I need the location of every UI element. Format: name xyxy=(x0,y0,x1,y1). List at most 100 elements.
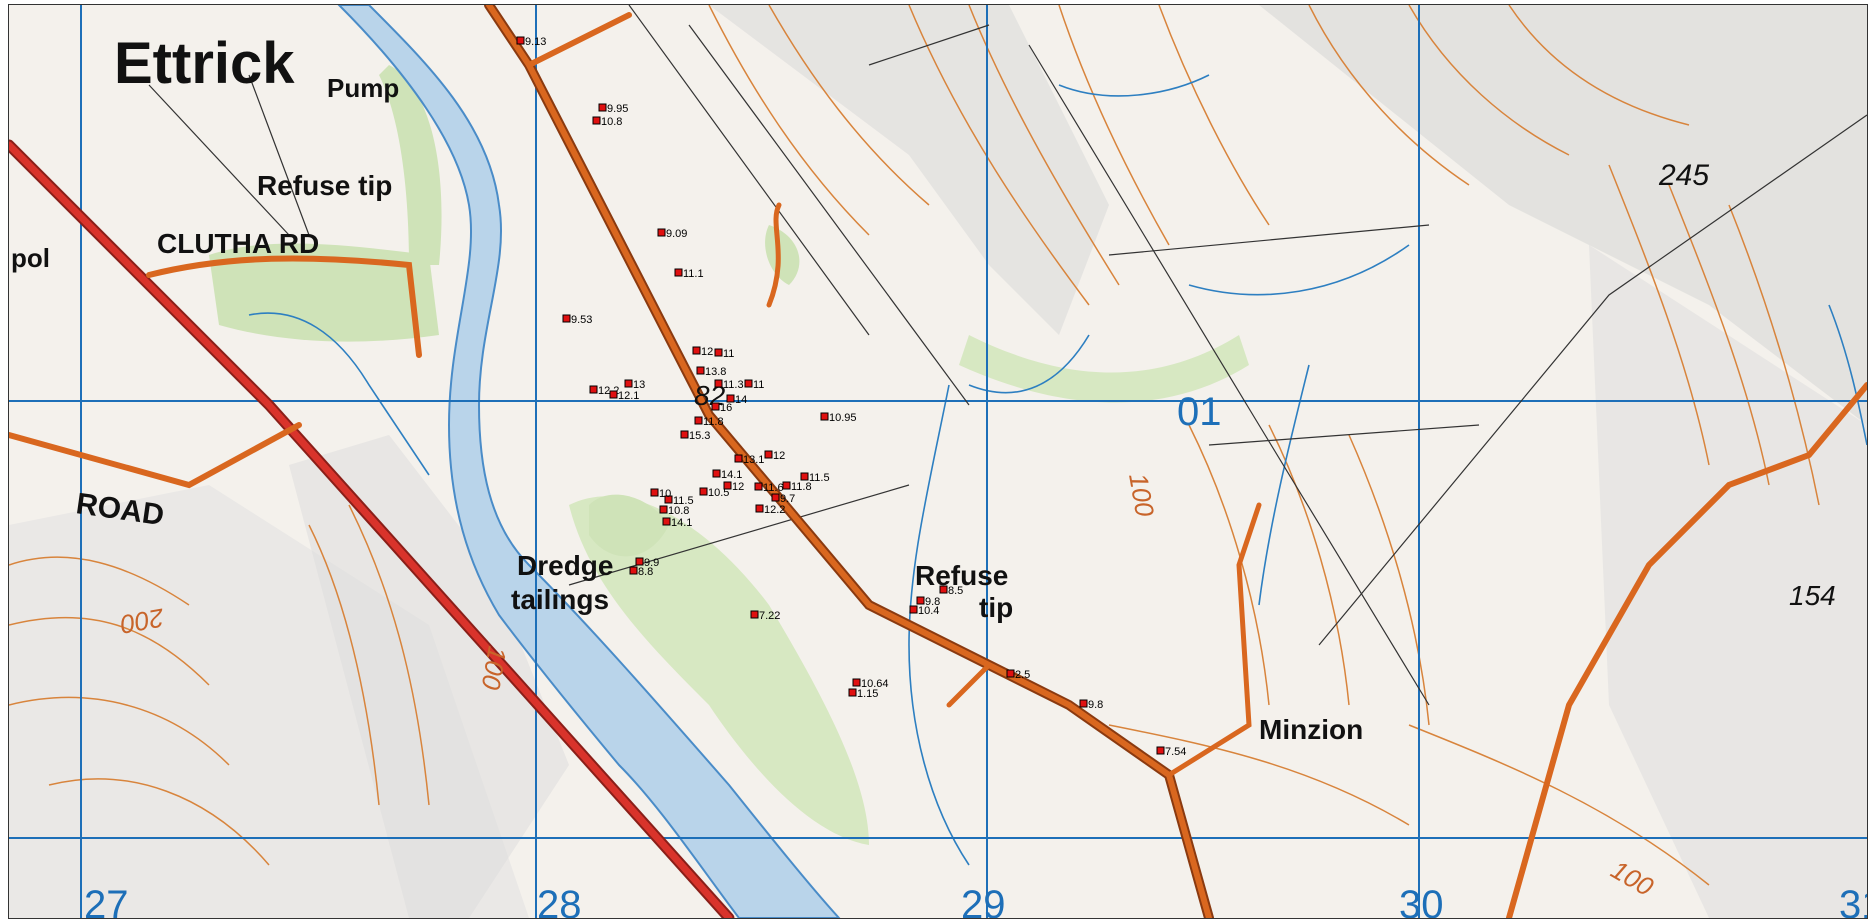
sample-marker[interactable]: 9.8 xyxy=(916,596,940,608)
sample-marker[interactable]: 13 xyxy=(624,379,645,391)
sample-marker[interactable]: 9.53 xyxy=(562,314,592,326)
sample-marker-square[interactable] xyxy=(755,504,764,513)
sample-marker[interactable]: 10.95 xyxy=(820,412,857,424)
sample-marker-square[interactable] xyxy=(674,268,683,277)
sample-marker[interactable]: 11 xyxy=(714,348,734,360)
sample-marker[interactable]: 11.6 xyxy=(754,482,784,494)
sample-marker-square[interactable] xyxy=(659,505,668,514)
sample-marker[interactable]: 13.8 xyxy=(696,366,726,378)
sample-marker-square[interactable] xyxy=(782,481,791,490)
sample-marker-square[interactable] xyxy=(800,472,809,481)
sample-marker-square[interactable] xyxy=(848,688,857,697)
sample-marker[interactable]: 11 xyxy=(744,379,764,391)
sample-marker-square[interactable] xyxy=(598,103,607,112)
sample-marker-label: 10.8 xyxy=(668,505,689,517)
sample-marker-square[interactable] xyxy=(635,557,644,566)
label-clutha-rd: CLUTHA RD xyxy=(157,228,319,259)
sample-marker[interactable]: 2.5 xyxy=(1006,669,1030,681)
sample-marker-label: 9.09 xyxy=(666,228,687,240)
sample-marker[interactable]: 10.5 xyxy=(699,487,729,499)
sample-marker-square[interactable] xyxy=(589,385,598,394)
sample-marker-square[interactable] xyxy=(726,394,735,403)
sample-marker[interactable]: 14.1 xyxy=(662,517,692,529)
sample-marker-square[interactable] xyxy=(712,469,721,478)
sample-marker[interactable]: 11.1 xyxy=(674,268,704,280)
sample-marker[interactable]: 12 xyxy=(692,346,713,358)
sample-marker-square[interactable] xyxy=(754,482,763,491)
place-labels: Ettrick Pump Refuse tip CLUTHA RD pol RO… xyxy=(11,31,1363,745)
sample-marker-square[interactable] xyxy=(820,412,829,421)
sample-marker[interactable]: 11.5 xyxy=(800,472,830,484)
sample-marker[interactable]: 10.4 xyxy=(909,605,939,617)
sample-marker[interactable]: 11.8 xyxy=(694,416,724,428)
sample-marker-square[interactable] xyxy=(609,390,618,399)
sample-marker[interactable]: 8.5 xyxy=(939,585,963,597)
sample-marker[interactable]: 12.1 xyxy=(609,390,639,402)
sample-marker-square[interactable] xyxy=(696,366,705,375)
sample-marker[interactable]: 9.95 xyxy=(598,103,628,115)
sample-marker[interactable]: 8.8 xyxy=(629,566,653,578)
vegetation-areas xyxy=(209,65,1249,845)
sample-marker[interactable]: 7.22 xyxy=(750,610,780,622)
sample-marker-label: 9.8 xyxy=(1088,699,1103,711)
sample-marker[interactable]: 16 xyxy=(711,402,732,414)
sample-marker-square[interactable] xyxy=(723,481,732,490)
sample-marker-square[interactable] xyxy=(750,610,759,619)
label-refuse-2: Refuse xyxy=(915,560,1008,591)
sample-marker[interactable]: 9.8 xyxy=(1079,699,1103,711)
sample-marker[interactable]: 7.54 xyxy=(1156,746,1186,758)
sample-marker[interactable]: 11.3 xyxy=(714,379,744,391)
sample-marker-square[interactable] xyxy=(629,566,638,575)
sample-marker[interactable]: 10 xyxy=(650,488,671,500)
sample-marker-square[interactable] xyxy=(909,605,918,614)
sample-marker-label: 9.9 xyxy=(644,557,659,569)
sample-marker-square[interactable] xyxy=(692,346,701,355)
sample-marker[interactable]: 12.2 xyxy=(755,504,785,516)
sample-marker-square[interactable] xyxy=(1006,669,1015,678)
sample-marker-label: 13.8 xyxy=(705,366,726,378)
sample-marker-square[interactable] xyxy=(764,450,773,459)
sample-marker[interactable]: 14 xyxy=(726,394,747,406)
sample-marker-label: 7.22 xyxy=(759,610,780,622)
sample-marker-square[interactable] xyxy=(744,379,753,388)
sample-marker-square[interactable] xyxy=(711,402,720,411)
sample-marker[interactable]: 10.8 xyxy=(592,116,622,128)
sample-marker-square[interactable] xyxy=(734,454,743,463)
sample-marker-square[interactable] xyxy=(1156,746,1165,755)
sample-marker[interactable]: 9.09 xyxy=(657,228,687,240)
sample-marker-square[interactable] xyxy=(662,517,671,526)
sample-marker-square[interactable] xyxy=(680,430,689,439)
sample-marker-square[interactable] xyxy=(939,585,948,594)
sample-marker[interactable]: 15.3 xyxy=(680,430,710,442)
sample-marker-square[interactable] xyxy=(1079,699,1088,708)
sample-marker[interactable]: 10.64 xyxy=(852,678,889,690)
topographic-map[interactable]: Ettrick Pump Refuse tip CLUTHA RD pol RO… xyxy=(8,4,1868,919)
sample-marker-square[interactable] xyxy=(664,495,673,504)
sample-marker[interactable]: 10.8 xyxy=(659,505,689,517)
sample-marker-square[interactable] xyxy=(714,348,723,357)
sample-marker-square[interactable] xyxy=(694,416,703,425)
sample-marker-square[interactable] xyxy=(592,116,601,125)
sample-marker[interactable]: 9.13 xyxy=(516,36,546,48)
sample-marker-square[interactable] xyxy=(699,487,708,496)
sample-marker[interactable]: 14.1 xyxy=(712,469,742,481)
sample-marker-square[interactable] xyxy=(916,596,925,605)
sample-marker-square[interactable] xyxy=(650,488,659,497)
sample-marker-square[interactable] xyxy=(516,36,525,45)
sample-marker-square[interactable] xyxy=(562,314,571,323)
sample-marker[interactable]: 11.5 xyxy=(664,495,694,507)
sample-marker[interactable]: 1.15 xyxy=(848,688,878,700)
sample-marker[interactable]: 12 xyxy=(723,481,744,493)
sample-marker-square[interactable] xyxy=(852,678,861,687)
sample-marker-square[interactable] xyxy=(624,379,633,388)
sample-marker-square[interactable] xyxy=(657,228,666,237)
sample-marker[interactable]: 12 xyxy=(764,450,785,462)
sample-marker[interactable]: 9.7 xyxy=(771,493,795,505)
sample-marker[interactable]: 9.9 xyxy=(635,557,659,569)
sample-marker[interactable]: 11.8 xyxy=(782,481,812,493)
sample-marker-square[interactable] xyxy=(714,379,723,388)
sample-marker[interactable]: 13.1 xyxy=(734,454,764,466)
sample-marker-label: 14.1 xyxy=(721,469,742,481)
sample-marker-square[interactable] xyxy=(771,493,780,502)
